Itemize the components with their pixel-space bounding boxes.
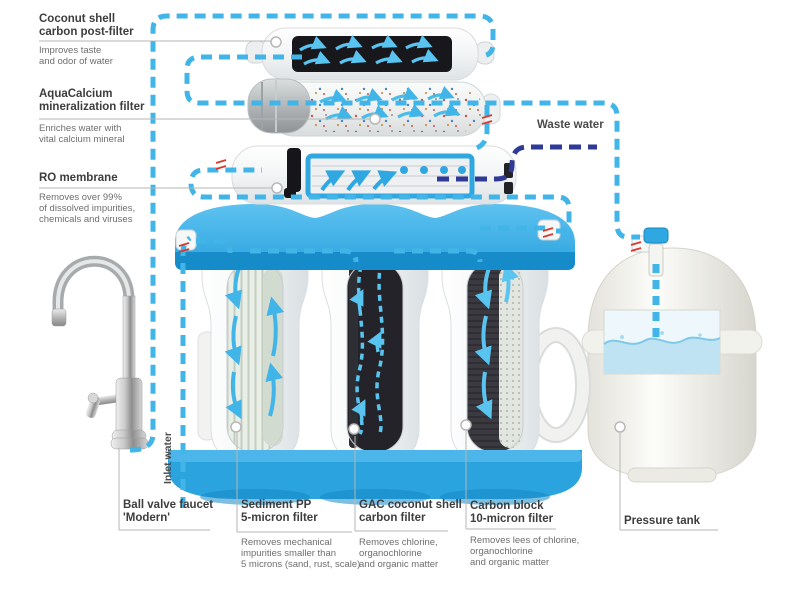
valve-mark [542, 227, 554, 238]
sediment-bowl [201, 257, 309, 465]
label-sediment-desc: Removes mechanical impurities smaller th… [241, 537, 361, 570]
mineralization-cap [247, 78, 311, 134]
label-post-filter-title: Coconut shell carbon post-filter [39, 13, 134, 39]
sediment-flow-arrows [224, 267, 285, 420]
callout-anchor-dot [270, 36, 282, 48]
label-pressure-tank: Pressure tank [624, 515, 701, 527]
carbon-block-bowl [441, 257, 549, 465]
ro-arrows [320, 170, 398, 192]
tank-valve-cap [643, 227, 669, 244]
pressure-tank-graphic [581, 227, 763, 483]
post-filter-graphic [245, 27, 495, 81]
unit-flow-pipe [250, 248, 359, 263]
callout-anchor-dot [230, 421, 242, 433]
mineralization-filter-graphic [247, 78, 501, 137]
label-carbon-block-title: Carbon block 10-micron filter [470, 500, 554, 525]
tank-foot [627, 467, 717, 483]
faucet-base [110, 437, 149, 450]
label-line: Coconut shell [39, 13, 116, 25]
unit-flow-pipe [196, 238, 233, 254]
tank-water [604, 337, 720, 374]
label-mineralization-desc: Enriches water with vital calcium minera… [39, 123, 125, 145]
label-ro-membrane-title: RO membrane [39, 172, 118, 184]
label-carbon-block-desc: Removes lees of chlorine, organochlorine… [470, 535, 580, 568]
post-filter-arrows [299, 34, 439, 66]
label-inlet-water: Inlet water [162, 432, 174, 484]
valve-mark [178, 242, 190, 253]
mineralization-media [300, 86, 482, 132]
label-line: carbon post-filter [39, 26, 134, 38]
ro-feed-pipe [188, 167, 572, 234]
callout-anchor-dot [271, 182, 283, 194]
callout-anchor-dot [348, 423, 360, 435]
valve-mark [481, 114, 493, 125]
label-gac-title: GAC coconut shell carbon filter [359, 499, 462, 524]
faucet-nozzle [51, 308, 67, 327]
label-gac-desc: Removes chlorine, organochlorine and org… [359, 537, 439, 570]
tank-window [603, 309, 721, 375]
callout-anchor-dot [614, 421, 626, 433]
post-filter-window [292, 36, 452, 72]
anchor-dots [230, 36, 626, 435]
clean-water-pipe [129, 13, 496, 453]
ro-port [504, 182, 513, 194]
callout-anchor-dot [369, 113, 381, 125]
ro-permeate-pipe [473, 105, 490, 152]
label-mineralization-title: AquaCalcium mineralization filter [39, 88, 145, 113]
valve-mark [630, 241, 642, 252]
waste-water-pipe [437, 144, 597, 182]
faucet-body [115, 377, 143, 437]
unit-flow-pipe [394, 248, 483, 263]
tank-feed-pipe [184, 54, 640, 240]
callout-lines [39, 40, 718, 533]
unit-base [168, 450, 582, 499]
faucet-graphic [51, 255, 149, 450]
valve-mark [215, 159, 227, 170]
ro-end-cap [287, 148, 301, 192]
mineralization-arrows [319, 85, 461, 121]
label-ro-membrane-desc: Removes over 99% of dissolved impurities… [39, 192, 136, 225]
gac-bowl [321, 257, 429, 465]
label-waste-water: Waste water [537, 119, 604, 131]
label-post-filter-desc: Improves taste and odor of water [39, 45, 113, 67]
gac-flow-arrows [349, 261, 385, 437]
callout-anchor-dot [460, 419, 472, 431]
label-sediment-title: Sediment PP 5-micron filter [241, 499, 318, 524]
valve-marks [178, 114, 642, 253]
label-faucet-title: Ball valve faucet 'Modern' [123, 499, 214, 524]
